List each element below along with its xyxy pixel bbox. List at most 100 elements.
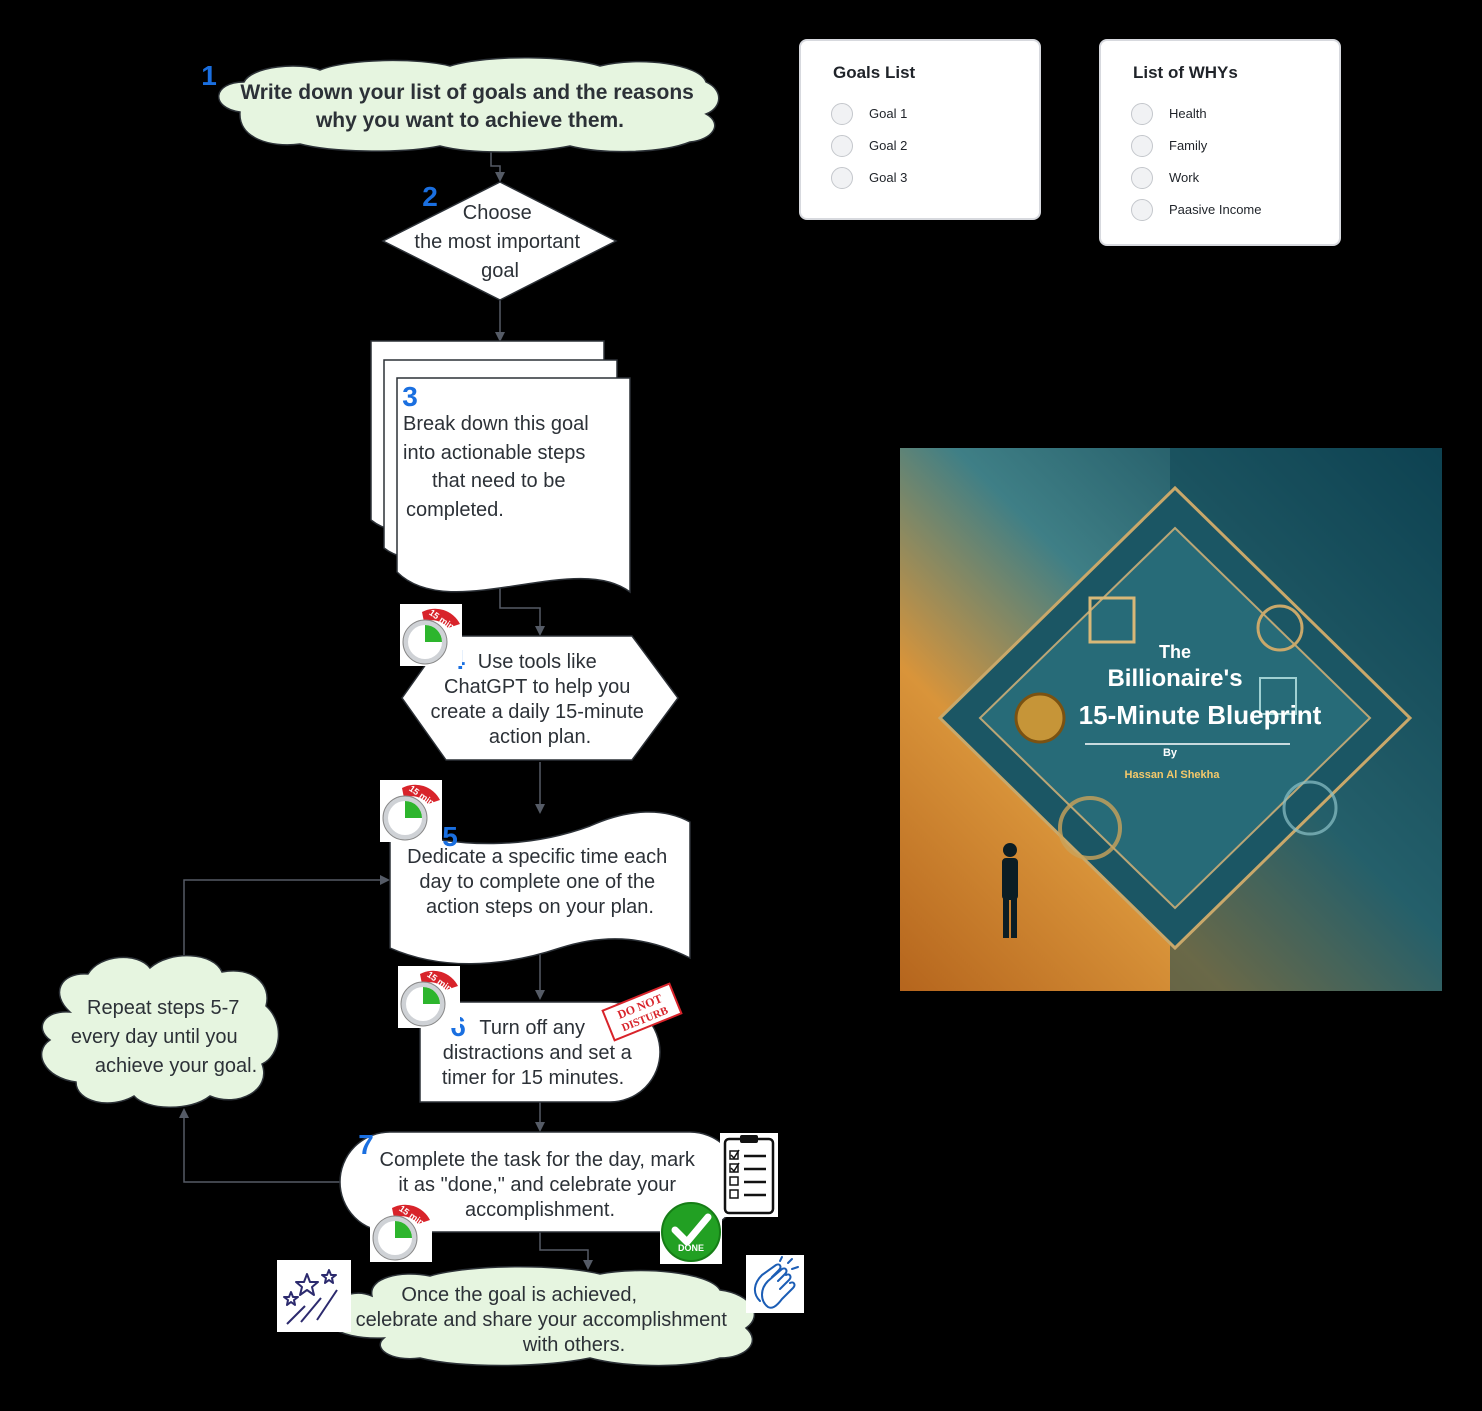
step-2-line: the most important bbox=[414, 231, 580, 253]
step-2-node[interactable]: 2 Choose the most important goal bbox=[381, 181, 618, 301]
clapping-hands-icon bbox=[746, 1255, 804, 1313]
connector-repeat-5 bbox=[183, 875, 390, 962]
step-1-line: why you want to achieve them. bbox=[315, 109, 624, 132]
step-1-line: Write down your list of goals and the re… bbox=[240, 81, 694, 104]
timer-icon: 15 min bbox=[380, 780, 442, 842]
step-3-text: Break down this goal into actionable ste… bbox=[403, 413, 594, 521]
goal-item-label: Goal 2 bbox=[869, 138, 908, 153]
timer-icon: 15 min bbox=[370, 1200, 432, 1262]
step-5-wave-shape bbox=[389, 811, 691, 965]
why-radio[interactable] bbox=[1131, 167, 1153, 189]
connector-1-2 bbox=[490, 148, 505, 182]
step-2-text: Choose the most important goal bbox=[414, 202, 585, 282]
why-item-label: Work bbox=[1169, 170, 1200, 185]
repeat-node[interactable]: Repeat steps 5-7 every day until you ach… bbox=[40, 955, 280, 1108]
book-art-diamond bbox=[937, 485, 1413, 951]
step-7-node[interactable]: 7 Complete the task for the day, mark it… bbox=[339, 1129, 741, 1233]
step-5-number: 5 bbox=[442, 821, 458, 852]
step-2-diamond-shape bbox=[381, 181, 618, 301]
done-badge-text: DONE bbox=[678, 1243, 704, 1253]
repeat-text: Repeat steps 5-7 every day until you ach… bbox=[71, 997, 257, 1077]
repeat-line: Repeat steps 5-7 bbox=[87, 997, 239, 1019]
connector-7-final bbox=[539, 1232, 593, 1270]
step-6-line: distractions and set a bbox=[443, 1042, 633, 1064]
walking-man-icon bbox=[1002, 843, 1018, 938]
why-radio[interactable] bbox=[1131, 199, 1153, 221]
step-3-line: into actionable steps bbox=[403, 442, 585, 464]
whys-list-card: List of WHYs Health Family Work Paasive … bbox=[1099, 39, 1341, 246]
book-cover-image: The Billionaire's 15-Minute Blueprint By… bbox=[900, 448, 1442, 991]
step-7-line: Complete the task for the day, mark bbox=[380, 1149, 696, 1171]
why-item-label: Health bbox=[1169, 106, 1207, 121]
step-7-text: Complete the task for the day, mark it a… bbox=[380, 1149, 701, 1221]
step-3-line: that need to be bbox=[432, 470, 565, 492]
step-5-line: day to complete one of the bbox=[419, 871, 655, 893]
final-text: Once the goal is achieved, celebrate and… bbox=[356, 1284, 733, 1356]
done-check-icon: DONE bbox=[660, 1200, 722, 1264]
goal-radio[interactable] bbox=[831, 103, 853, 125]
why-radio[interactable] bbox=[1131, 103, 1153, 125]
step-3-number: 3 bbox=[402, 381, 418, 412]
step-3-line: completed. bbox=[406, 499, 504, 521]
timer-icon: 15 min bbox=[398, 966, 460, 1028]
step-6-line: Turn off any bbox=[479, 1017, 585, 1039]
why-item-label: Family bbox=[1169, 138, 1208, 153]
goals-list-title: Goals List bbox=[833, 63, 916, 82]
step-7-line: it as "done," and celebrate your bbox=[398, 1174, 676, 1196]
final-node[interactable]: Once the goal is achieved, celebrate and… bbox=[325, 1266, 756, 1367]
repeat-cloud-shape bbox=[40, 955, 280, 1108]
step-1-number: 1 bbox=[201, 60, 217, 91]
step-7-line: accomplishment. bbox=[465, 1199, 615, 1221]
step-5-node[interactable]: 5 Dedicate a specific time each day to c… bbox=[389, 811, 691, 965]
goals-list-card: Goals List Goal 1 Goal 2 Goal 3 bbox=[799, 39, 1041, 220]
goal-radio[interactable] bbox=[831, 135, 853, 157]
connector-7-repeat bbox=[179, 1108, 340, 1183]
step-5-line: action steps on your plan. bbox=[426, 896, 654, 918]
final-line: Once the goal is achieved, bbox=[401, 1284, 637, 1306]
goal-radio[interactable] bbox=[831, 167, 853, 189]
repeat-line: achieve your goal. bbox=[95, 1055, 257, 1077]
step-4-line: ChatGPT to help you bbox=[444, 676, 630, 698]
clipboard-checklist-icon bbox=[720, 1133, 778, 1217]
step-4-hexagon-shape bbox=[401, 635, 679, 761]
step-4-line: Use tools like bbox=[478, 651, 597, 673]
book-author: Hassan Al Shekha bbox=[1125, 769, 1221, 781]
book-title-line: 15-Minute Blueprint bbox=[1079, 700, 1322, 730]
step-6-text: Turn off any distractions and set a time… bbox=[442, 1017, 637, 1089]
step-4-line: action plan. bbox=[489, 726, 591, 748]
final-line: with others. bbox=[522, 1334, 625, 1356]
whys-list-title: List of WHYs bbox=[1133, 63, 1238, 82]
step-4-node[interactable]: 4 Use tools like ChatGPT to help you cre… bbox=[401, 635, 679, 761]
do-not-disturb-icon: DO NOT DISTURB bbox=[601, 982, 683, 1042]
why-radio[interactable] bbox=[1131, 135, 1153, 157]
step-7-number: 7 bbox=[358, 1129, 374, 1160]
final-cloud-shape bbox=[325, 1266, 756, 1367]
step-6-line: timer for 15 minutes. bbox=[442, 1067, 624, 1089]
connector-3-4 bbox=[499, 588, 545, 636]
repeat-line: every day until you bbox=[71, 1026, 238, 1048]
step-1-text: Write down your list of goals and the re… bbox=[240, 81, 699, 132]
step-4-line: create a daily 15-minute bbox=[430, 701, 643, 723]
final-line: celebrate and share your accomplishment bbox=[356, 1309, 728, 1331]
book-title-line: By bbox=[1163, 747, 1178, 759]
connectors bbox=[179, 148, 593, 1270]
step-1-cloud-shape bbox=[218, 56, 720, 153]
step-3-node[interactable]: 3 Break down this goal into actionable s… bbox=[370, 340, 631, 594]
step-6-node[interactable]: 6 Turn off any distractions and set a ti… bbox=[419, 1001, 661, 1103]
book-title-line: Billionaire's bbox=[1107, 665, 1242, 692]
step-3-line: Break down this goal bbox=[403, 413, 589, 435]
step-5-line: Dedicate a specific time each bbox=[407, 846, 667, 868]
step-1-node[interactable]: 1 Write down your list of goals and the … bbox=[201, 56, 720, 153]
step-5-text: Dedicate a specific time each day to com… bbox=[407, 846, 673, 918]
step-3-doc-front bbox=[396, 377, 631, 594]
step-2-line: Choose bbox=[463, 202, 532, 224]
timer-icon: 15 min bbox=[400, 604, 462, 666]
why-item-label: Paasive Income bbox=[1169, 202, 1262, 217]
goal-item-label: Goal 1 bbox=[869, 106, 908, 121]
step-2-line: goal bbox=[481, 260, 519, 282]
goal-item-label: Goal 3 bbox=[869, 170, 908, 185]
step-2-number: 2 bbox=[422, 181, 438, 212]
step-4-text: Use tools like ChatGPT to help you creat… bbox=[430, 651, 649, 748]
book-title-line: The bbox=[1159, 642, 1191, 662]
fireworks-icon bbox=[277, 1260, 351, 1332]
